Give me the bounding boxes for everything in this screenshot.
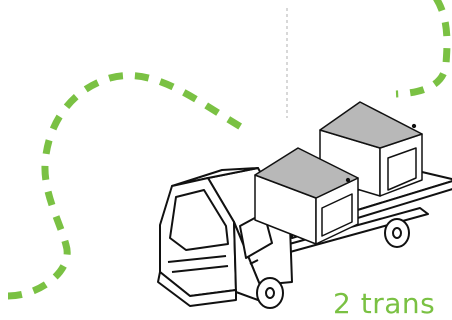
module-rear-marker xyxy=(413,125,416,128)
module-front-marker xyxy=(347,179,350,182)
rear-wheel-hub xyxy=(393,228,401,238)
route-path-right xyxy=(396,0,447,94)
front-wheel-hub xyxy=(266,288,274,298)
caption-text: 2 trans xyxy=(333,286,435,320)
